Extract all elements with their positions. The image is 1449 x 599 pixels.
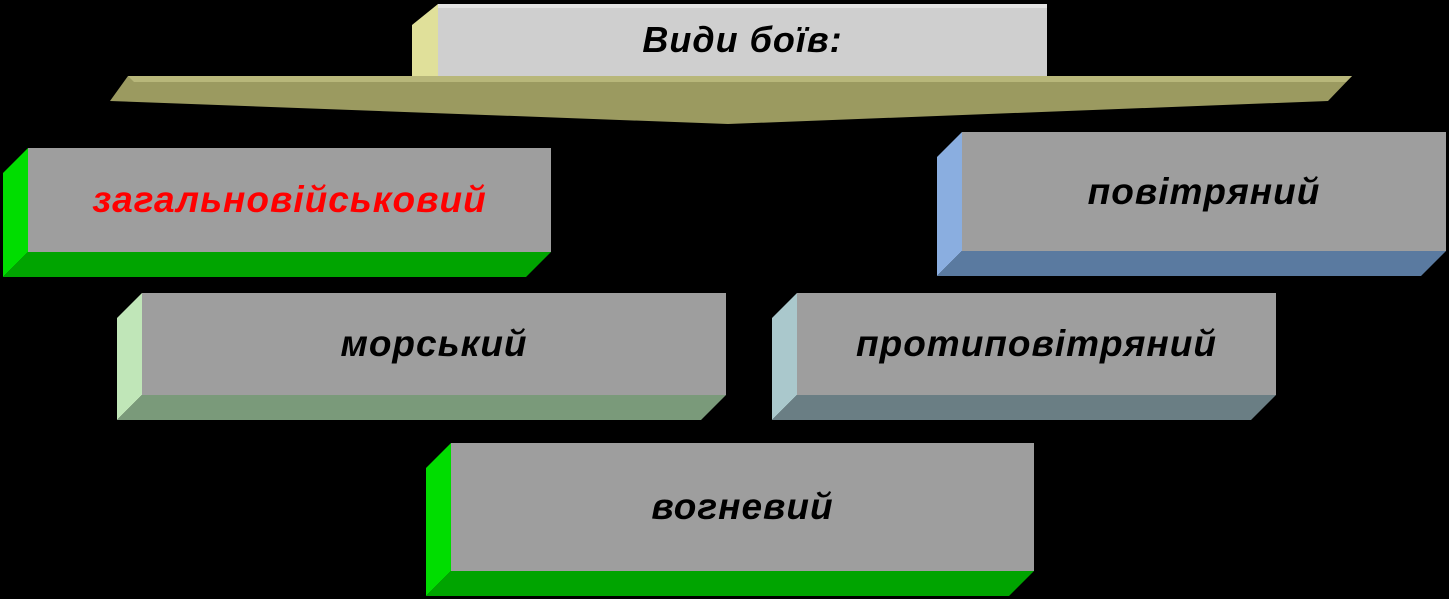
title-box [412,4,1047,76]
box-face [28,148,551,252]
box-label-fire: вогневий [651,486,834,527]
box-naval [117,293,726,420]
box-fire [426,443,1034,596]
box-left-bevel [3,148,28,277]
arrow-band [110,76,1352,124]
box-bottom-bevel [426,571,1034,596]
title-box-side [412,4,438,76]
box-face [797,293,1276,395]
box-bottom-bevel [3,252,551,277]
box-bottom-bevel [772,395,1276,420]
box-left-bevel [772,293,797,420]
box-left-bevel [117,293,142,420]
title-box-face-shade [438,4,1047,8]
box-face [451,443,1034,571]
header-arrow [110,76,1352,124]
box-bottom-bevel [937,251,1446,276]
box-air [937,132,1446,276]
box-air-defense [772,293,1276,420]
box-left-bevel [937,132,962,276]
box-label-combined-arms: загальновійськовий [92,179,487,220]
box-label-air: повітряний [1087,170,1321,212]
box-face [142,293,726,395]
box-face [962,132,1446,251]
title-box-face [438,4,1047,76]
arrow-band-highlight [128,76,1352,82]
diagram-title: Види боїв: [642,19,843,60]
box-label-air-defense: протиповітряний [856,323,1217,364]
box-label-naval: морський [340,323,528,364]
box-combined-arms [3,148,551,277]
box-bottom-bevel [117,395,726,420]
box-left-bevel [426,443,451,596]
